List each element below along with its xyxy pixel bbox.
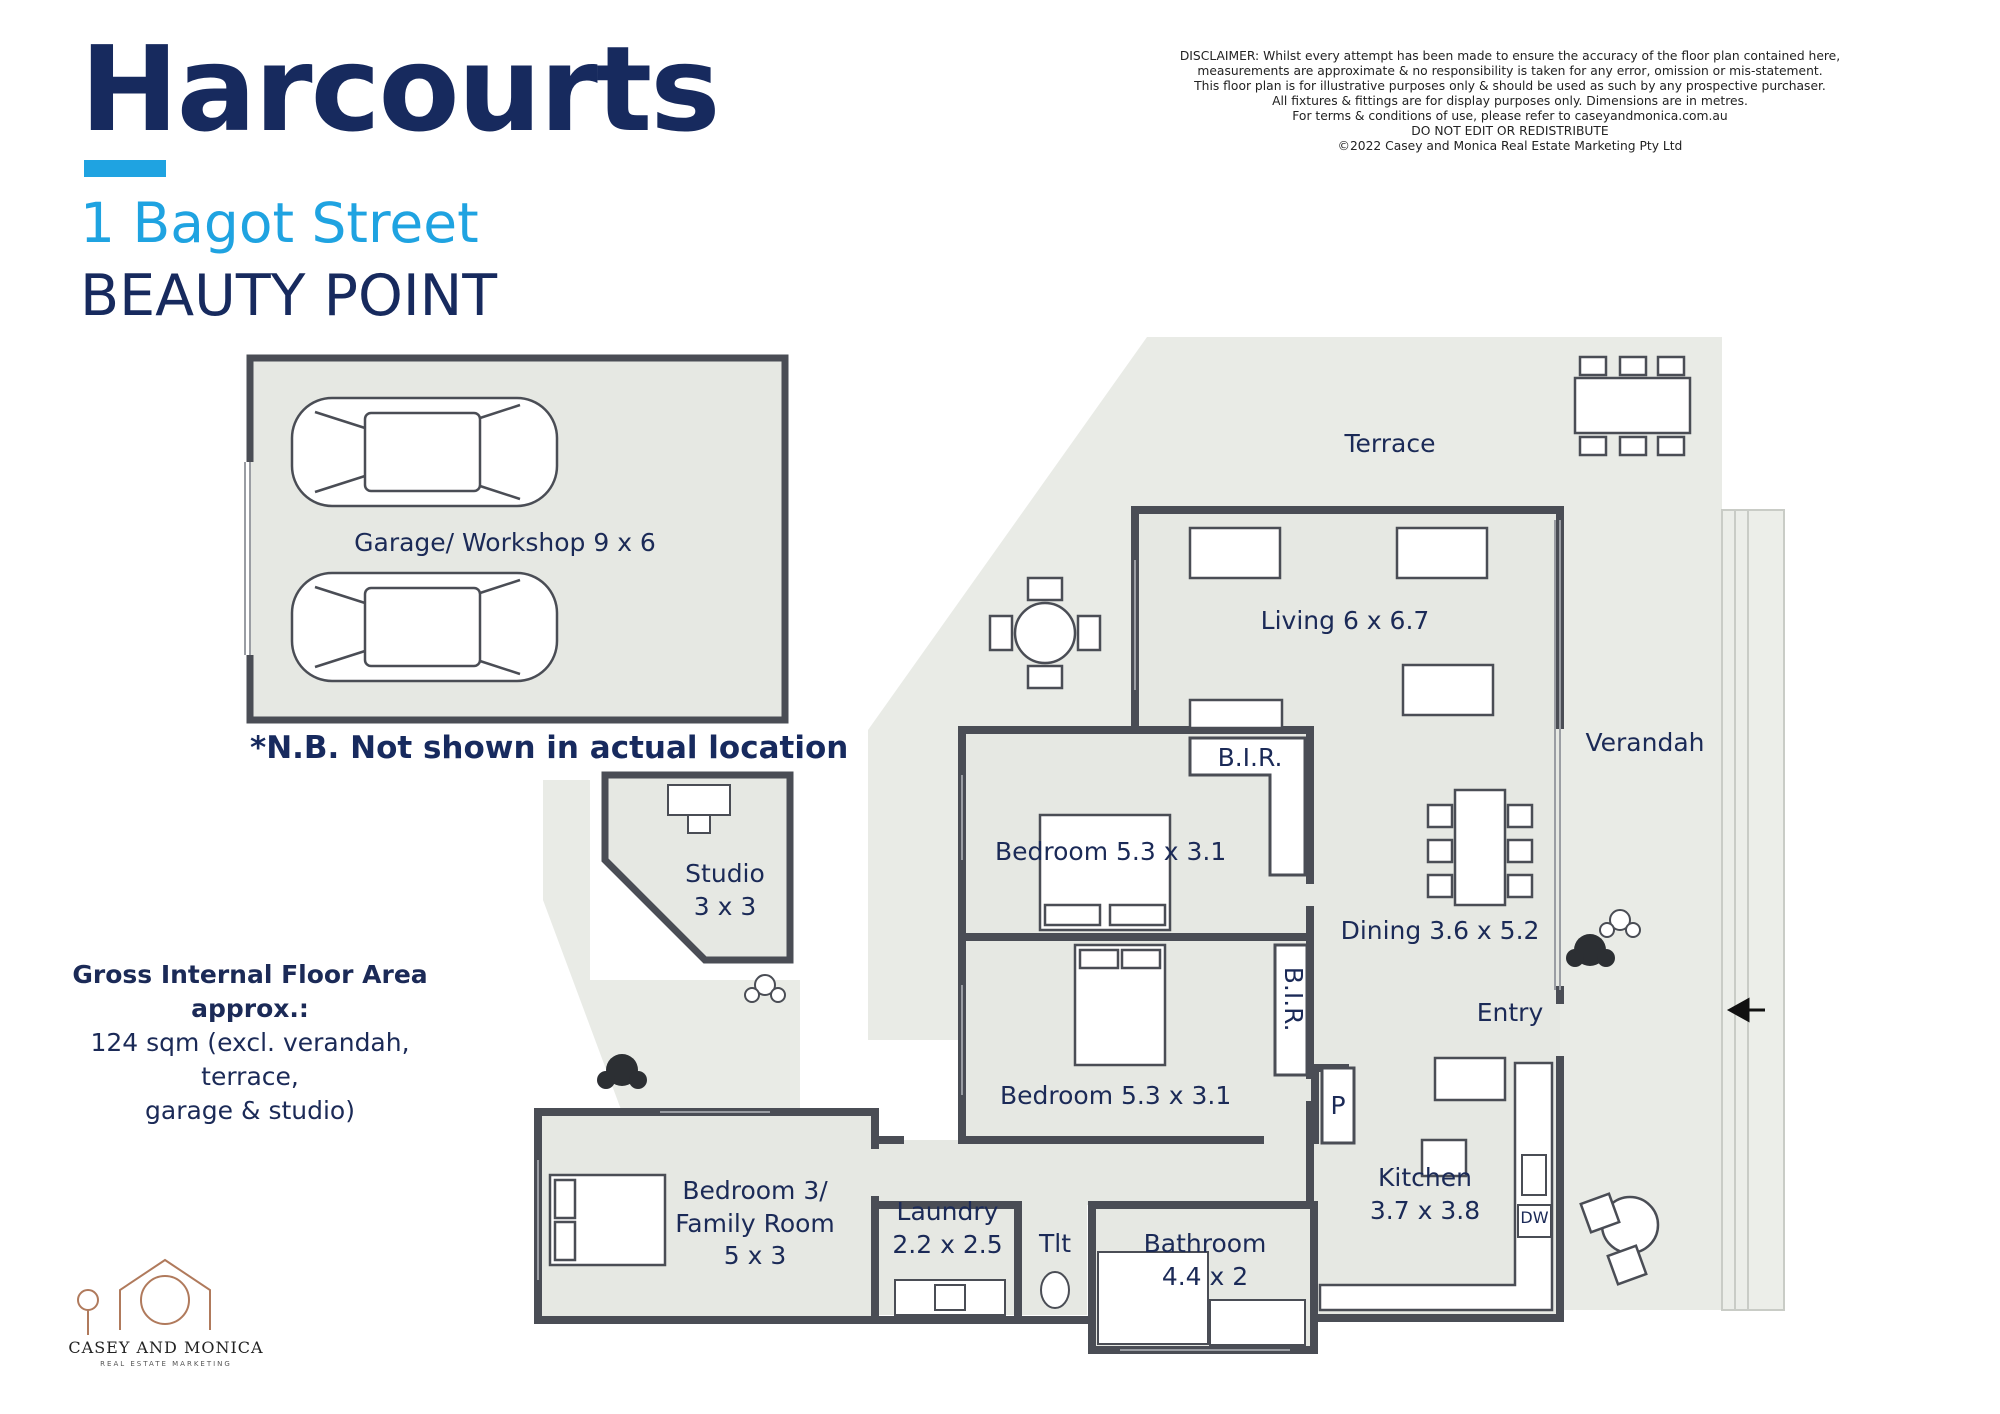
laundry-dims: 2.2 x 2.5 <box>892 1229 1003 1259</box>
disclaimer-line: measurements are approximate & no respon… <box>1197 64 1823 78</box>
room-label-laundry: Laundry 2.2 x 2.5 <box>880 1196 1015 1261</box>
laundry-sink-icon <box>934 1284 966 1311</box>
garage-walls <box>246 354 789 724</box>
floor-area-line: 124 sqm (excl. verandah, terrace, <box>90 1028 410 1091</box>
floor-area-summary: Gross Internal Floor Area approx.: 124 s… <box>40 958 460 1128</box>
hall-floor <box>875 1140 1315 1205</box>
bed-icon <box>1073 943 1167 1067</box>
sofa-icon <box>1188 526 1495 717</box>
bedroom3-name-2: Family Room <box>675 1208 835 1238</box>
laundry-name: Laundry <box>896 1197 999 1226</box>
car-icon <box>290 571 559 683</box>
room-label-bir: B.I.R. <box>1217 743 1283 772</box>
floor-area-title: Gross Internal Floor Area approx.: <box>72 960 428 1023</box>
disclaimer-line: For terms & conditions of use, please re… <box>1292 109 1728 123</box>
disclaimer-line: This floor plan is for illustrative purp… <box>1194 79 1826 93</box>
location-note: *N.B. Not shown in actual location <box>250 730 849 766</box>
bir-wardrobe-1 <box>1188 736 1307 877</box>
round-table-icon <box>988 576 1102 690</box>
flower-icon <box>744 909 1641 1003</box>
harcourts-logo: Harcourts <box>80 20 720 158</box>
room-label-terrace: Terrace <box>1344 429 1436 458</box>
desk-icon <box>667 784 731 816</box>
dishwasher-label: DW <box>1520 1208 1549 1227</box>
bedroom3-name: Bedroom 3/ <box>682 1176 828 1205</box>
studio-dims: 3 x 3 <box>693 891 757 921</box>
suburb: BEAUTY POINT <box>80 263 498 329</box>
bir-wardrobe-2 <box>1273 943 1309 1077</box>
vanity-icon <box>1209 1299 1306 1346</box>
room-label-entry: Entry <box>1476 998 1544 1027</box>
entry-arrow-icon <box>1726 997 1765 1023</box>
sink-icon <box>1521 1154 1547 1196</box>
disclaimer-line: DISCLAIMER: Whilst every attempt has bee… <box>1179 49 1841 63</box>
windows <box>537 520 1561 1351</box>
bed-icon <box>548 1173 667 1267</box>
outdoor-table-icon <box>1573 355 1692 457</box>
room-label-living: Living 6 x 6.7 <box>1260 606 1430 635</box>
floor-area-line: garage & studio) <box>145 1096 355 1125</box>
room-label-studio: Studio 3 x 3 <box>665 858 785 923</box>
room-label-kitchen: Kitchen 3.7 x 3.8 <box>1360 1162 1490 1227</box>
disclaimer: DISCLAIMER: Whilst every attempt has bee… <box>1110 49 1910 154</box>
room-label-verandah: Verandah <box>1585 728 1705 757</box>
room-label-bedroom2: Bedroom 5.3 x 3.1 <box>1000 1081 1232 1110</box>
bathroom-name: Bathroom <box>1143 1229 1267 1258</box>
side-strip <box>1721 509 1785 1311</box>
casey-monica-logo <box>77 1258 211 1335</box>
bedroom3-dims: 5 x 3 <box>723 1241 787 1270</box>
kitchen-bench-icon <box>1318 1061 1554 1312</box>
bed-icon <box>1038 813 1172 932</box>
room-label-dining: Dining 3.6 x 5.2 <box>1340 916 1540 945</box>
kitchen-island-icon <box>1433 1056 1507 1102</box>
studio-floor <box>605 775 790 960</box>
studio-name: Studio <box>685 859 765 888</box>
tv-unit-icon <box>1188 698 1284 730</box>
room-label-bir-2: B.I.R. <box>1278 966 1308 1032</box>
plant-icon <box>597 934 1615 1089</box>
chair-icon <box>687 814 711 834</box>
kitchen-name: Kitchen <box>1378 1163 1472 1192</box>
toilet-icon <box>1040 1271 1070 1309</box>
room-label-bedroom1: Bedroom 5.3 x 3.1 <box>995 837 1227 866</box>
studio-walls <box>601 771 794 964</box>
marketing-name: CASEY AND MONICA <box>68 1338 264 1357</box>
room-label-toilet: Tlt <box>1038 1229 1072 1258</box>
car-icon <box>290 396 559 508</box>
street-address: 1 Bagot Street <box>80 191 479 255</box>
logo-accent-bar <box>84 160 166 177</box>
room-label-bathroom: Bathroom 4.4 x 2 <box>1120 1228 1290 1293</box>
kitchen-dims: 3.7 x 3.8 <box>1369 1195 1481 1225</box>
dishwasher-icon <box>1517 1204 1552 1238</box>
marketing-tagline: REAL ESTATE MARKETING <box>100 1360 232 1368</box>
disclaimer-line: DO NOT EDIT OR REDISTRIBUTE <box>1411 124 1609 138</box>
room-label-garage: Garage/ Workshop 9 x 6 <box>354 528 656 557</box>
room-label-bedroom3: Bedroom 3/ Family Room 5 x 3 <box>660 1175 850 1273</box>
room-label-pantry: P <box>1330 1091 1346 1120</box>
range-hood-icon <box>1420 1138 1468 1178</box>
outdoor-chair-icon <box>1579 1192 1660 1286</box>
pantry-box <box>1320 1066 1356 1145</box>
shower-icon <box>1097 1251 1209 1345</box>
dining-table-icon <box>1426 788 1534 907</box>
bathroom-dims: 4.4 x 2 <box>1161 1261 1249 1291</box>
disclaimer-line: ©2022 Casey and Monica Real Estate Marke… <box>1337 139 1683 153</box>
disclaimer-line: All fixtures & fittings are for display … <box>1272 94 1748 108</box>
